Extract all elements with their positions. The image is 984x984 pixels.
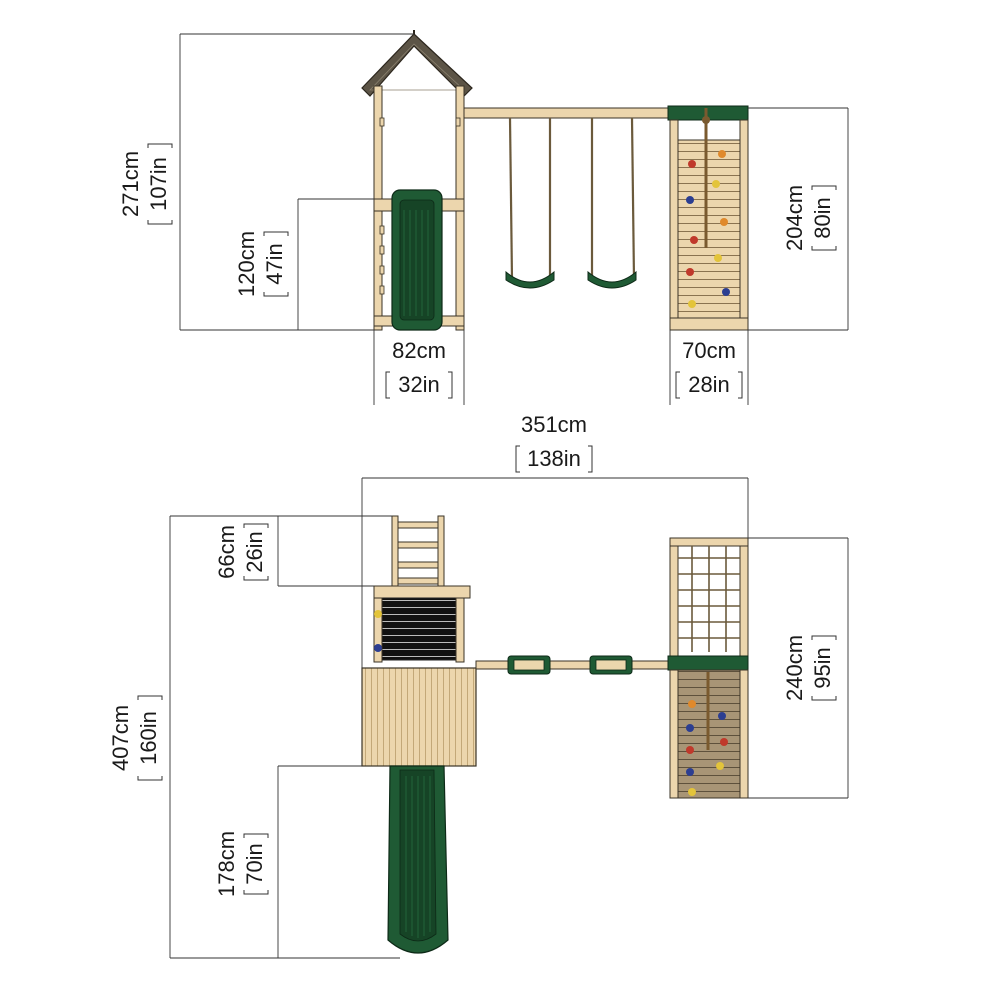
tower-front <box>361 30 473 331</box>
label-66-metric: 66cm <box>214 525 239 579</box>
label-204-metric: 204cm <box>782 185 807 251</box>
swing-right <box>587 117 637 289</box>
tower-deck-top <box>361 667 477 767</box>
label-351-metric: 351cm <box>521 412 587 437</box>
climbing-wall-panel <box>677 139 741 321</box>
cargo-net-top <box>667 537 749 671</box>
ladder-top <box>391 515 445 587</box>
front-view <box>361 30 749 331</box>
label-82: 82cm 32in <box>385 338 453 399</box>
label-204-imperial: 80in <box>810 197 835 239</box>
climbing-wall-front <box>667 105 749 331</box>
label-66-imperial: 26in <box>242 531 267 573</box>
dimension-lines <box>169 33 849 959</box>
slide-top <box>387 765 449 954</box>
tower-roof-top <box>373 585 471 599</box>
label-178: 178cm 70in <box>214 831 269 897</box>
label-271: 271cm 107in <box>118 143 173 225</box>
label-178-metric: 178cm <box>214 831 239 897</box>
label-120-imperial: 47in <box>262 243 287 285</box>
climbing-holds <box>686 150 730 308</box>
label-240: 240cm 95in <box>782 635 837 701</box>
label-70-metric: 70cm <box>682 338 736 363</box>
swing-beam-top <box>475 660 671 670</box>
label-240-imperial: 95in <box>810 647 835 689</box>
label-82-metric: 82cm <box>392 338 446 363</box>
swing-left <box>505 117 555 289</box>
label-351-imperial: 138in <box>527 446 581 471</box>
label-407: 407cm 160in <box>108 695 163 781</box>
label-271-imperial: 107in <box>146 157 171 211</box>
label-271-metric: 271cm <box>118 151 143 217</box>
label-178-imperial: 70in <box>242 843 267 885</box>
label-66: 66cm 26in <box>214 523 269 581</box>
label-70-imperial: 28in <box>688 372 730 397</box>
label-240-metric: 240cm <box>782 635 807 701</box>
label-407-metric: 407cm <box>108 705 133 771</box>
label-120-metric: 120cm <box>234 231 259 297</box>
label-407-imperial: 160in <box>136 711 161 765</box>
label-82-imperial: 32in <box>398 372 440 397</box>
label-204: 204cm 80in <box>782 185 837 251</box>
label-70: 70cm 28in <box>675 338 743 399</box>
label-351: 351cm 138in <box>515 412 593 473</box>
label-120: 120cm 47in <box>234 231 289 297</box>
top-view <box>361 515 749 954</box>
climbing-wall-top <box>669 669 749 799</box>
